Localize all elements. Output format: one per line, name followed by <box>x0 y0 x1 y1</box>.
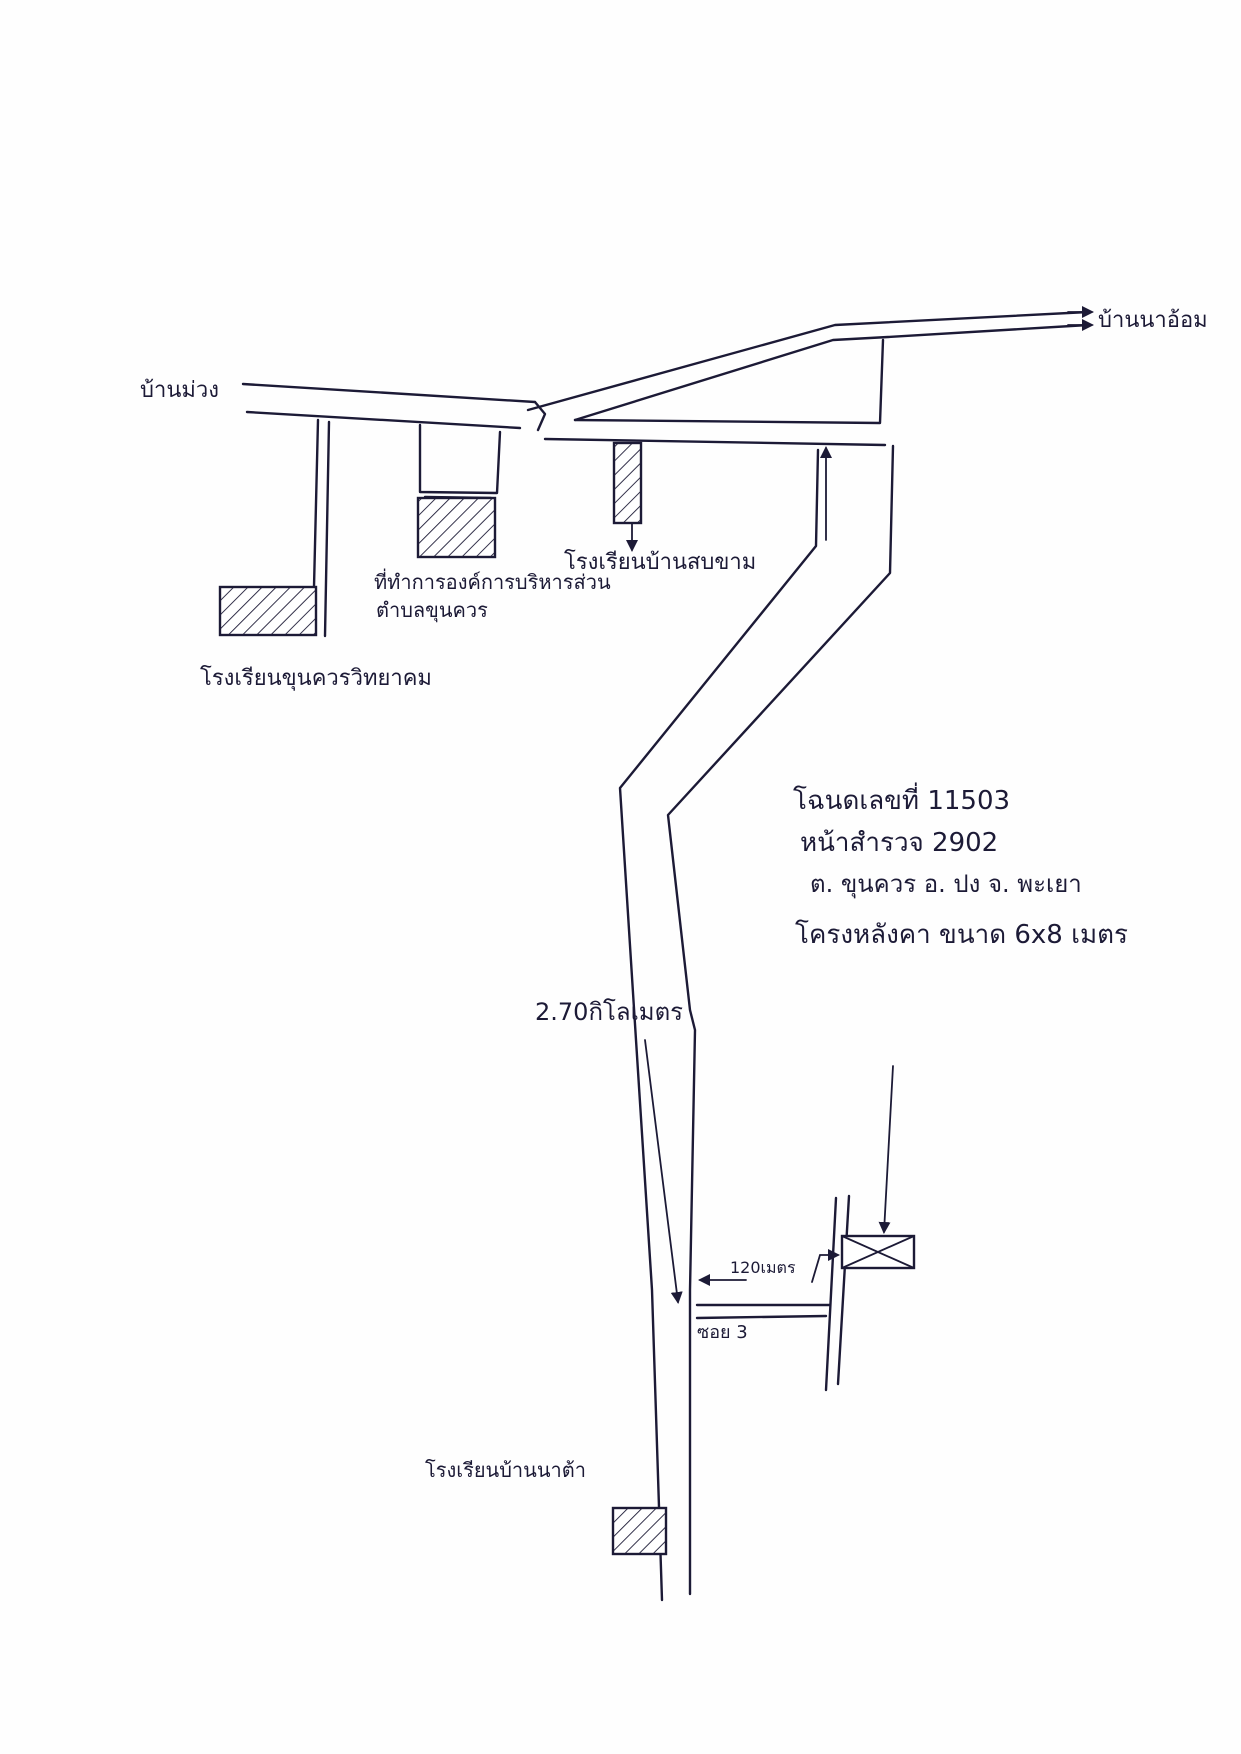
arrow-distance-main <box>644 1039 683 1304</box>
label-distance-main: 2.70กิโลเมตร <box>535 998 684 1026</box>
road-northeast <box>526 310 1090 447</box>
label-soi-3: ซอย 3 <box>697 1322 748 1343</box>
hatch-subdistrict-office <box>418 498 495 557</box>
label-school-west: โรงเรียนขุนควรวิทยาคม <box>200 666 432 691</box>
soi-3-road <box>695 1194 851 1392</box>
access-road-office <box>418 423 502 500</box>
site-info-line1: โฉนดเลขที่ 11503 <box>793 786 1011 816</box>
label-office-line1: ที่ทำการองค์การบริหารส่วน <box>374 570 611 594</box>
hatch-school-west <box>220 587 316 635</box>
hatch-school-center <box>614 443 641 523</box>
site-roof-structure <box>840 1234 916 1270</box>
site-info-line3: ต. ขุนควร อ. ปง จ. พะเยา <box>810 870 1082 898</box>
label-school-south: โรงเรียนบ้านนาต้า <box>425 1458 586 1482</box>
label-northwest-road-end: บ้านม่วง <box>140 378 219 403</box>
main-road-west <box>241 382 547 432</box>
label-distance-soi: 120เมตร <box>730 1258 796 1277</box>
site-info-line2: หน้าสำรวจ 2902 <box>800 828 999 858</box>
road-south <box>618 444 895 1602</box>
label-school-center: โรงเรียนบ้านสบขาม <box>564 550 757 575</box>
hatch-school-south <box>613 1508 666 1554</box>
site-info-line4: โครงหลังคา ขนาด 6x8 เมตร <box>795 920 1128 950</box>
access-road-west-school <box>312 418 331 638</box>
arrow-site <box>878 1065 894 1234</box>
label-northeast-road-end: บ้านนาอ้อม <box>1098 308 1208 333</box>
arrow-120m-right <box>811 1249 840 1283</box>
label-office-line2: ตำบลขุนควร <box>376 598 488 622</box>
